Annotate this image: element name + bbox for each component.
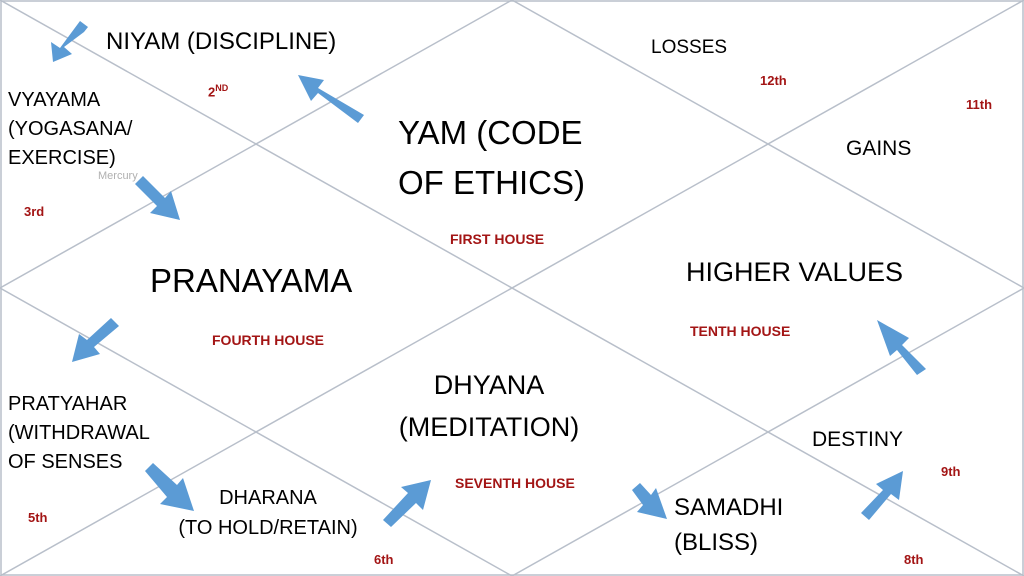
dhyana-label: DHYANA (MEDITATION) — [378, 365, 600, 449]
yam-line-1: YAM (CODE — [398, 114, 583, 151]
arrow-destiny-to-higher-values — [877, 320, 926, 375]
fifth-house-label: 5th — [28, 510, 48, 525]
arrow-dhyana-to-samadhi — [632, 483, 667, 519]
arrow-pranayama-to-pratyahar — [72, 318, 119, 362]
vyayama-line-1: VYAYAMA — [8, 89, 101, 111]
higher-values-label: HIGHER VALUES — [686, 257, 904, 287]
seventh-house-label: SEVENTH HOUSE — [455, 475, 575, 491]
yam-label: YAM (CODE OF ETHICS) — [398, 108, 585, 207]
diamond-edge-bottom-right — [511, 287, 1024, 576]
destiny-label: DESTINY — [812, 428, 904, 451]
niyam-label: NIYAM (DISCIPLINE) — [106, 28, 337, 55]
eighth-house-label: 8th — [904, 552, 924, 567]
arrow-vyayama-to-pranayama — [135, 176, 180, 220]
vyayama-line-2: (YOGASANA/ — [8, 118, 133, 140]
vyayama-line-3: EXERCISE) — [8, 147, 116, 169]
twelfth-house-label: 12th — [760, 73, 787, 88]
dharana-line-2: (TO HOLD/RETAIN) — [178, 517, 358, 539]
tenth-house-label: TENTH HOUSE — [690, 323, 791, 339]
first-house-label: FIRST HOUSE — [450, 231, 545, 247]
diamond-edge-bottom-left — [0, 287, 513, 576]
third-house-label: 3rd — [24, 204, 45, 219]
yam-line-2: OF ETHICS) — [398, 163, 585, 201]
second-house-label: 2ND — [208, 83, 228, 99]
arrow-to-niyam — [51, 21, 88, 62]
arrow-pratyahar-to-dharana — [145, 463, 194, 511]
pratyahar-line-2: (WITHDRAWAL — [8, 422, 150, 444]
diamond-edge-top-left — [0, 0, 513, 289]
dharana-line-1: DHARANA — [219, 487, 317, 509]
dharana-label: DHARANA (TO HOLD/RETAIN) — [150, 483, 386, 543]
diamond-edge-top-right — [511, 0, 1024, 289]
gains-label: GAINS — [846, 137, 912, 160]
losses-label: LOSSES — [651, 37, 728, 58]
samadhi-line-2: (BLISS) — [674, 528, 759, 556]
dhyana-line-1: DHYANA — [433, 370, 545, 400]
vyayama-label: VYAYAMA (YOGASANA/ EXERCISE) — [8, 86, 132, 173]
arrow-yam-to-niyam — [298, 75, 364, 123]
second-house-suffix: ND — [215, 83, 229, 93]
arrow-dharana-to-dhyana — [383, 480, 431, 527]
arrow-samadhi-to-destiny — [861, 471, 903, 520]
fourth-house-label: FOURTH HOUSE — [212, 332, 324, 348]
sixth-house-label: 6th — [374, 552, 394, 567]
pratyahar-line-3: OF SENSES — [8, 451, 123, 473]
dhyana-line-2: (MEDITATION) — [398, 411, 580, 442]
samadhi-label: SAMADHI (BLISS) — [674, 491, 783, 561]
eleventh-house-label: 11th — [966, 97, 993, 112]
second-house-number: 2 — [208, 84, 216, 100]
pratyahar-line-1: PRATYAHAR — [8, 393, 128, 415]
pratyahar-label: PRATYAHAR (WITHDRAWAL OF SENSES — [8, 390, 150, 477]
ninth-house-label: 9th — [941, 464, 961, 479]
samadhi-line-1: SAMADHI — [674, 494, 784, 521]
pranayama-label: PRANAYAMA — [150, 262, 353, 299]
mercury-faded-label: Mercury — [98, 170, 138, 182]
